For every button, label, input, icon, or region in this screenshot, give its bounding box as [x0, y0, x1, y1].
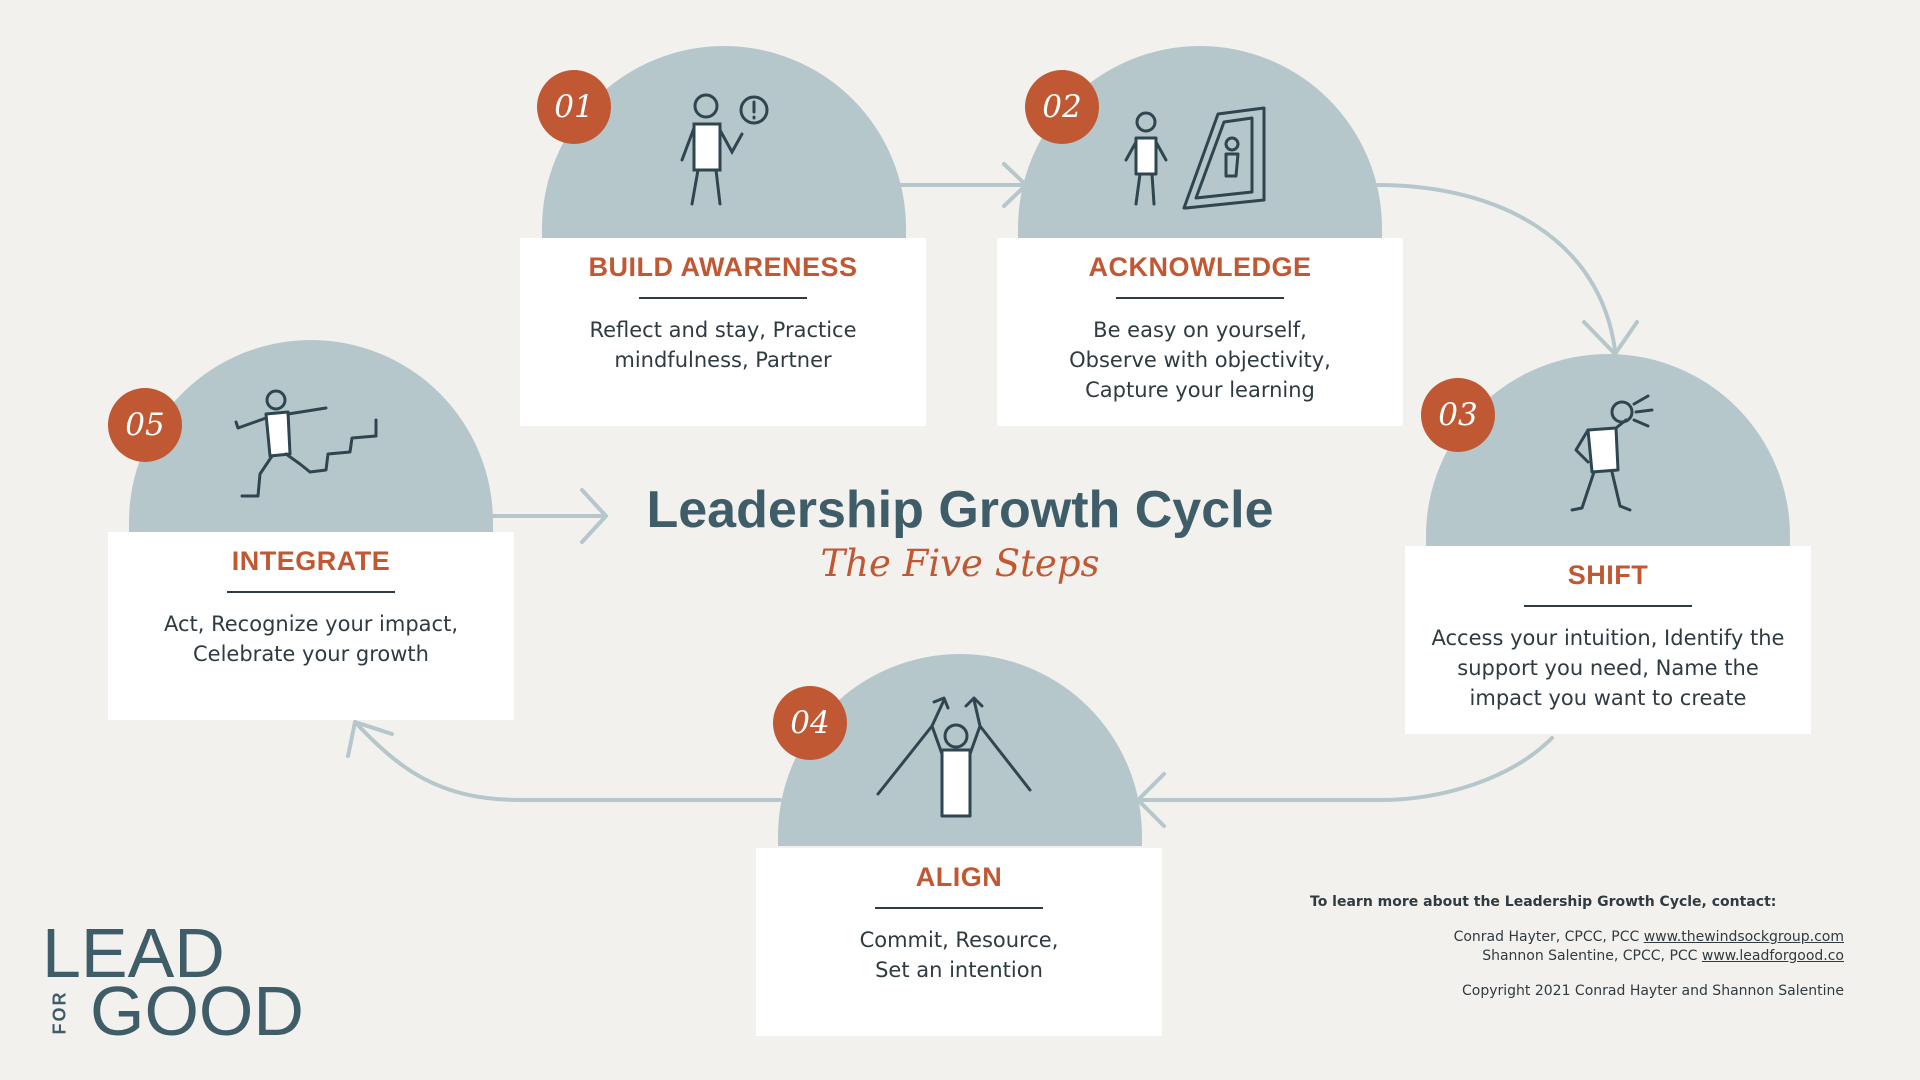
- logo-for-text: FOR: [49, 990, 70, 1035]
- step-05-badge: 05: [108, 388, 182, 462]
- contact-link-windsock[interactable]: www.thewindsockgroup.com: [1643, 929, 1844, 945]
- logo-for-wrap: FOR: [46, 982, 74, 1042]
- step-05-description: Act, Recognize your impact, Celebrate yo…: [163, 612, 459, 666]
- step-01-title: BUILD AWARENESS: [588, 252, 858, 282]
- step-05-card: INTEGRATE Act, Recognize your impact, Ce…: [108, 532, 514, 720]
- divider: [1524, 605, 1692, 607]
- person-megaphone-icon: [1570, 394, 1654, 512]
- arrow-02-to-03: [1376, 183, 1639, 356]
- contact-link-leadforgood[interactable]: www.leadforgood.co: [1701, 948, 1844, 964]
- step-02-badge: 02: [1025, 70, 1099, 144]
- logo-good-text: GOOD: [90, 972, 304, 1050]
- step-02-title: ACKNOWLEDGE: [1088, 252, 1312, 282]
- arrow-03-to-04: [1136, 736, 1554, 828]
- person-exclamation-icon: [680, 93, 769, 206]
- step-04-badge: 04: [773, 686, 847, 760]
- divider: [1116, 297, 1284, 299]
- step-04-card: ALIGN Commit, Resource, Set an intention: [756, 848, 1162, 1036]
- person-mirror-icon: [1124, 106, 1266, 210]
- step-05-title: INTEGRATE: [231, 546, 391, 576]
- arrow-01-to-02: [898, 162, 1028, 208]
- divider: [227, 591, 395, 593]
- divider: [875, 907, 1043, 909]
- step-01-badge: 01: [537, 70, 611, 144]
- arrow-05-to-title: [490, 488, 608, 544]
- contact-heading: To learn more about the Leadership Growt…: [1310, 894, 1777, 910]
- step-01-card: BUILD AWARENESS Reflect and stay, Practi…: [520, 238, 926, 426]
- step-01-description: Reflect and stay, Practice mindfulness, …: [589, 318, 857, 372]
- divider: [639, 297, 807, 299]
- person-climbing-stairs-icon: [234, 389, 378, 498]
- contact-line-shannon: Shannon Salentine, CPCC, PCC www.leadfor…: [1284, 947, 1844, 966]
- step-03-title: SHIFT: [1567, 560, 1649, 590]
- step-04-title: ALIGN: [915, 862, 1003, 892]
- diagram-title: Leadership Growth Cycle: [646, 481, 1274, 539]
- contact-line-conrad: Conrad Hayter, CPCC, PCC www.thewindsock…: [1284, 928, 1844, 947]
- contact-info: To learn more about the Leadership Growt…: [1284, 894, 1844, 999]
- step-04-description: Commit, Resource, Set an intention: [859, 928, 1059, 982]
- step-02-card: ACKNOWLEDGE Be easy on yourself, Observe…: [997, 238, 1403, 426]
- copyright-notice: Copyright 2021 Conrad Hayter and Shannon…: [1462, 983, 1844, 999]
- step-03-card: SHIFT Access your intuition, Identify th…: [1405, 546, 1811, 734]
- logo-lead-text: LEAD: [42, 914, 225, 992]
- lead-for-good-logo: LEAD FOR GOOD: [42, 918, 312, 1048]
- step-03-description: Access your intuition, Identify the supp…: [1431, 626, 1785, 710]
- contact-name: Shannon Salentine, CPCC, PCC: [1482, 948, 1698, 964]
- step-03-badge: 03: [1421, 378, 1495, 452]
- arrow-04-to-05: [346, 720, 782, 802]
- step-02-description: Be easy on yourself, Observe with object…: [1069, 318, 1331, 402]
- contact-name: Conrad Hayter, CPCC, PCC: [1453, 929, 1640, 945]
- diagram-subtitle: The Five Steps: [820, 542, 1100, 585]
- person-arms-up-icon: [876, 696, 1032, 818]
